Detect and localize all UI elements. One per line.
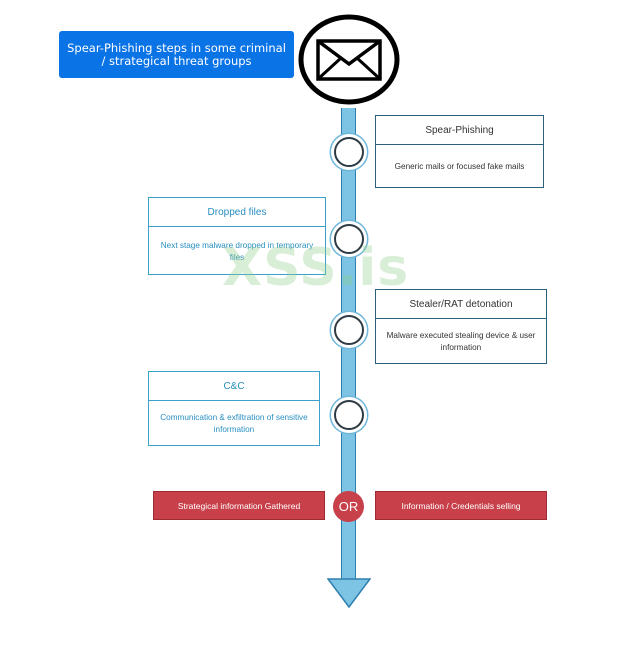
step-box-spear-phishing: Spear-Phishing Generic mails or focused … xyxy=(375,115,544,188)
step-description: Communication & exfiltration of sensitiv… xyxy=(160,413,308,434)
step-description: Generic mails or focused fake mails xyxy=(394,162,525,171)
step-box-dropped-files: Dropped files Next stage malware dropped… xyxy=(148,197,326,275)
outcome-left-box: Strategical information Gathered xyxy=(153,491,325,520)
step-heading: Stealer/RAT detonation xyxy=(376,290,546,319)
watermark: XSS.is xyxy=(222,238,410,298)
outcome-right-box: Information / Credentials selling xyxy=(375,491,547,520)
timeline-node-1 xyxy=(334,137,364,167)
or-connector: OR xyxy=(333,491,364,522)
timeline-node-3 xyxy=(334,315,364,345)
step-heading: Spear-Phishing xyxy=(376,116,543,145)
step-description: Next stage malware dropped in temporary … xyxy=(160,240,314,262)
timeline-node-2 xyxy=(334,224,364,254)
envelope-icon xyxy=(298,14,400,105)
step-heading: C&C xyxy=(149,372,319,401)
step-description: Malware executed stealing device & user … xyxy=(386,331,536,352)
step-heading: Dropped files xyxy=(149,198,325,227)
timeline-arrowhead xyxy=(327,578,371,608)
step-box-stealer-detonation: Stealer/RAT detonation Malware executed … xyxy=(375,289,547,364)
step-box-cnc: C&C Communication & exfiltration of sens… xyxy=(148,371,320,446)
diagram-title: Spear-Phishing steps in some criminal / … xyxy=(59,31,294,78)
timeline-node-4 xyxy=(334,400,364,430)
